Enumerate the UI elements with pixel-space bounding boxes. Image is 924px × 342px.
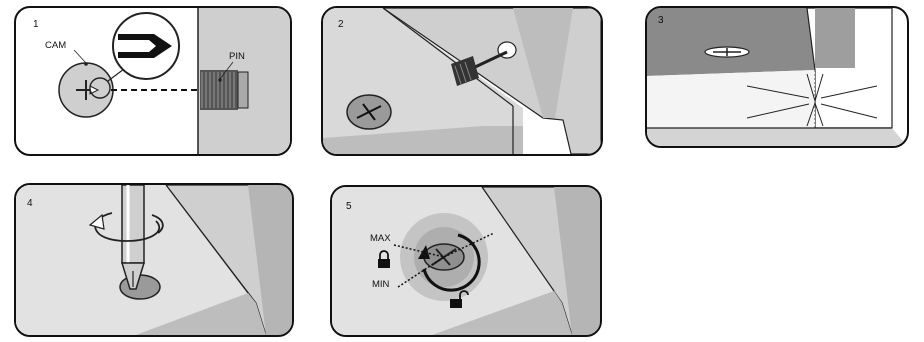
step-4-illustration (16, 185, 292, 335)
step-number: 5 (346, 201, 352, 212)
cam (120, 275, 160, 299)
screwdriver-icon (122, 185, 144, 289)
step-3-panel: 3 (645, 6, 909, 148)
step-3-illustration (647, 8, 907, 146)
max-label: MAX (370, 233, 391, 244)
step-5-panel: 5 MAX MIN (330, 185, 602, 337)
pin-label: PIN (229, 51, 245, 62)
step-4-panel: 4 (14, 183, 294, 337)
step-number: 2 (338, 19, 344, 30)
pin (200, 70, 248, 110)
cam-label: CAM (45, 40, 66, 51)
min-label: MIN (372, 279, 389, 290)
step-2-illustration (323, 8, 601, 154)
step-1-illustration (16, 8, 290, 154)
step-1-panel: 1 CAM PIN (14, 6, 292, 156)
step-number: 1 (33, 19, 39, 30)
cam (59, 63, 113, 117)
step-number: 3 (658, 15, 664, 26)
step-2-panel: 2 (321, 6, 603, 156)
step-5-illustration (332, 187, 600, 335)
step-number: 4 (27, 198, 33, 209)
